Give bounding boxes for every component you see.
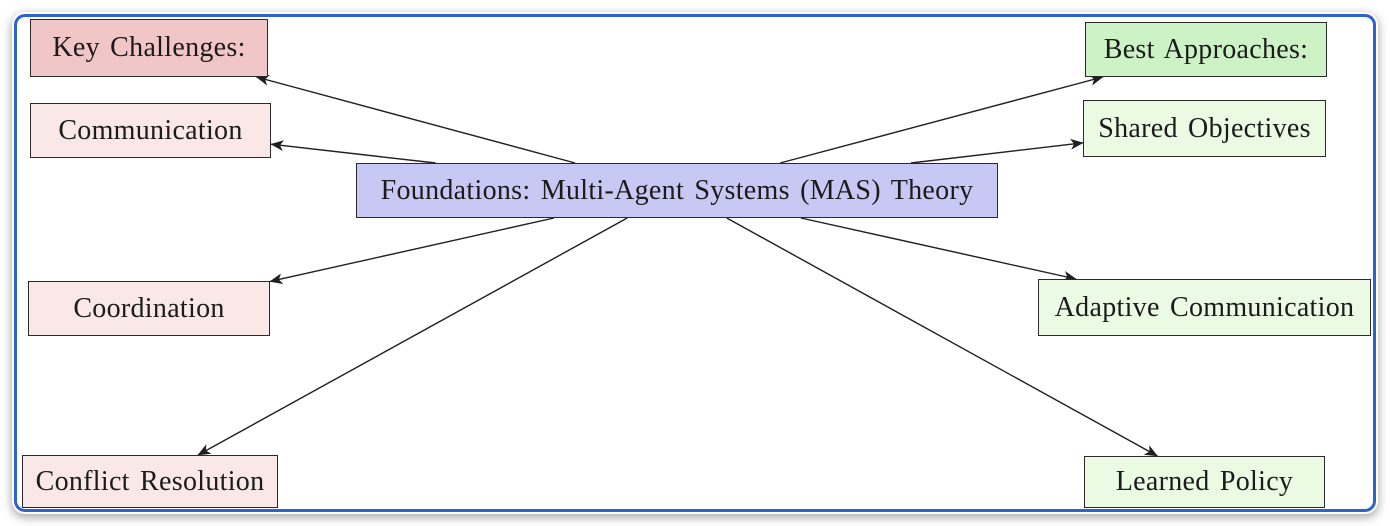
node-communication-label: Communication	[58, 114, 243, 146]
edge-arrow-center-to-learned_policy	[726, 217, 1158, 457]
edge-arrow-center-to-shared_objectives	[910, 138, 1084, 164]
edge-arrow-center-to-best_approaches	[779, 74, 1104, 164]
node-learned-policy: Learned Policy	[1084, 456, 1325, 508]
node-shared-objectives-label: Shared Objectives	[1098, 112, 1311, 144]
node-adaptive-communication: Adaptive Communication	[1038, 279, 1371, 336]
node-best-approaches-label: Best Approaches:	[1103, 33, 1309, 65]
node-central-topic-label: Foundations: Multi-Agent Systems (MAS) T…	[380, 174, 974, 206]
node-key-challenges: Key Challenges:	[30, 19, 268, 77]
diagram-frame-background	[14, 14, 1376, 512]
node-coordination: Coordination	[28, 281, 270, 336]
node-key-challenges-label: Key Challenges:	[52, 32, 246, 63]
edge-arrow-center-to-coordination	[269, 217, 555, 285]
node-best-approaches: Best Approaches:	[1085, 22, 1327, 77]
node-learned-policy-label: Learned Policy	[1115, 466, 1294, 497]
edge-arrow-center-to-key_challenges	[255, 75, 576, 164]
node-conflict-resolution-label: Conflict Resolution	[35, 465, 265, 497]
edge-arrow-center-to-conflict_resolution	[197, 217, 628, 456]
node-conflict-resolution: Conflict Resolution	[22, 455, 278, 508]
node-central-topic: Foundations: Multi-Agent Systems (MAS) T…	[356, 163, 998, 218]
edge-arrow-center-to-communication	[270, 140, 436, 164]
node-adaptive-communication-label: Adaptive Communication	[1054, 291, 1355, 323]
edge-arrow-center-to-adaptive_communication	[800, 217, 1077, 282]
node-coordination-label: Coordination	[73, 292, 225, 324]
node-shared-objectives: Shared Objectives	[1083, 100, 1326, 157]
node-communication: Communication	[30, 103, 271, 158]
